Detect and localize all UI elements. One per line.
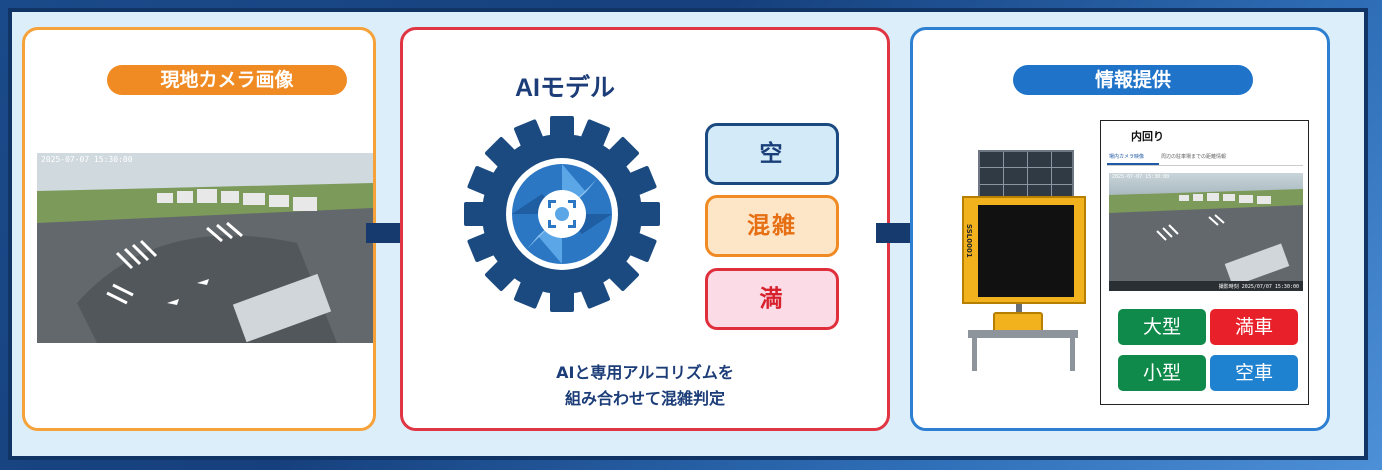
screen-camera-timestamp: 2025-07-07 15:30:00 [1112, 174, 1170, 180]
category-full: 満 [705, 268, 839, 330]
mini-parking-illustration [1109, 189, 1303, 291]
sign-leg [1070, 335, 1075, 371]
screen-heading: 内回り [1131, 130, 1164, 143]
sign-leg [972, 335, 977, 371]
sign-display [978, 205, 1074, 297]
category-congested: 混雑 [705, 195, 839, 257]
screen-camera-caption: 撮影時刻 2025/07/07 15:30:00 [1218, 284, 1299, 290]
tab-camera-feed[interactable]: 場内カメラ映像 [1109, 154, 1145, 160]
caption-line-2: 組み合わせて混雑判定 [564, 389, 725, 408]
solar-panel-icon [978, 150, 1074, 200]
camera-image: 2025-07-07 15:30:00 [37, 153, 373, 343]
tab-divider [1107, 165, 1303, 166]
caption-line-1: AIと専用アルコリズムを [556, 363, 734, 382]
status-small-vehicle: 小型 [1118, 355, 1206, 391]
camera-timestamp: 2025-07-07 15:30:00 [41, 155, 133, 164]
tab-nearby-parking[interactable]: 周辺の駐車場までの距離情報 [1161, 154, 1227, 160]
sign-base [968, 330, 1078, 338]
screen-camera-caption-bar [1109, 281, 1303, 291]
status-large-vehicle: 大型 [1118, 309, 1206, 345]
tab-indicator [1107, 163, 1159, 165]
ai-model-caption: AIと専用アルコリズムを 組み合わせて混雑判定 [450, 360, 840, 412]
status-empty: 空車 [1210, 355, 1298, 391]
status-full: 満車 [1210, 309, 1298, 345]
info-provision-title: 情報提供 [1013, 65, 1253, 95]
sign-board: SSL0001 [962, 196, 1086, 304]
category-empty: 空 [705, 123, 839, 185]
camera-panel-title: 現地カメラ画像 [107, 65, 347, 95]
camera-panel: 現地カメラ画像 [22, 27, 376, 431]
gear-icon [464, 116, 660, 312]
sign-id: SSL0001 [965, 224, 973, 258]
focus-target-icon [548, 200, 576, 228]
parking-lot-illustration [37, 153, 373, 343]
ai-model-title: AIモデル [515, 74, 616, 102]
screen-camera-image: 2025-07-07 15:30:00 撮影時刻 2025/07/07 15:3… [1109, 173, 1303, 291]
